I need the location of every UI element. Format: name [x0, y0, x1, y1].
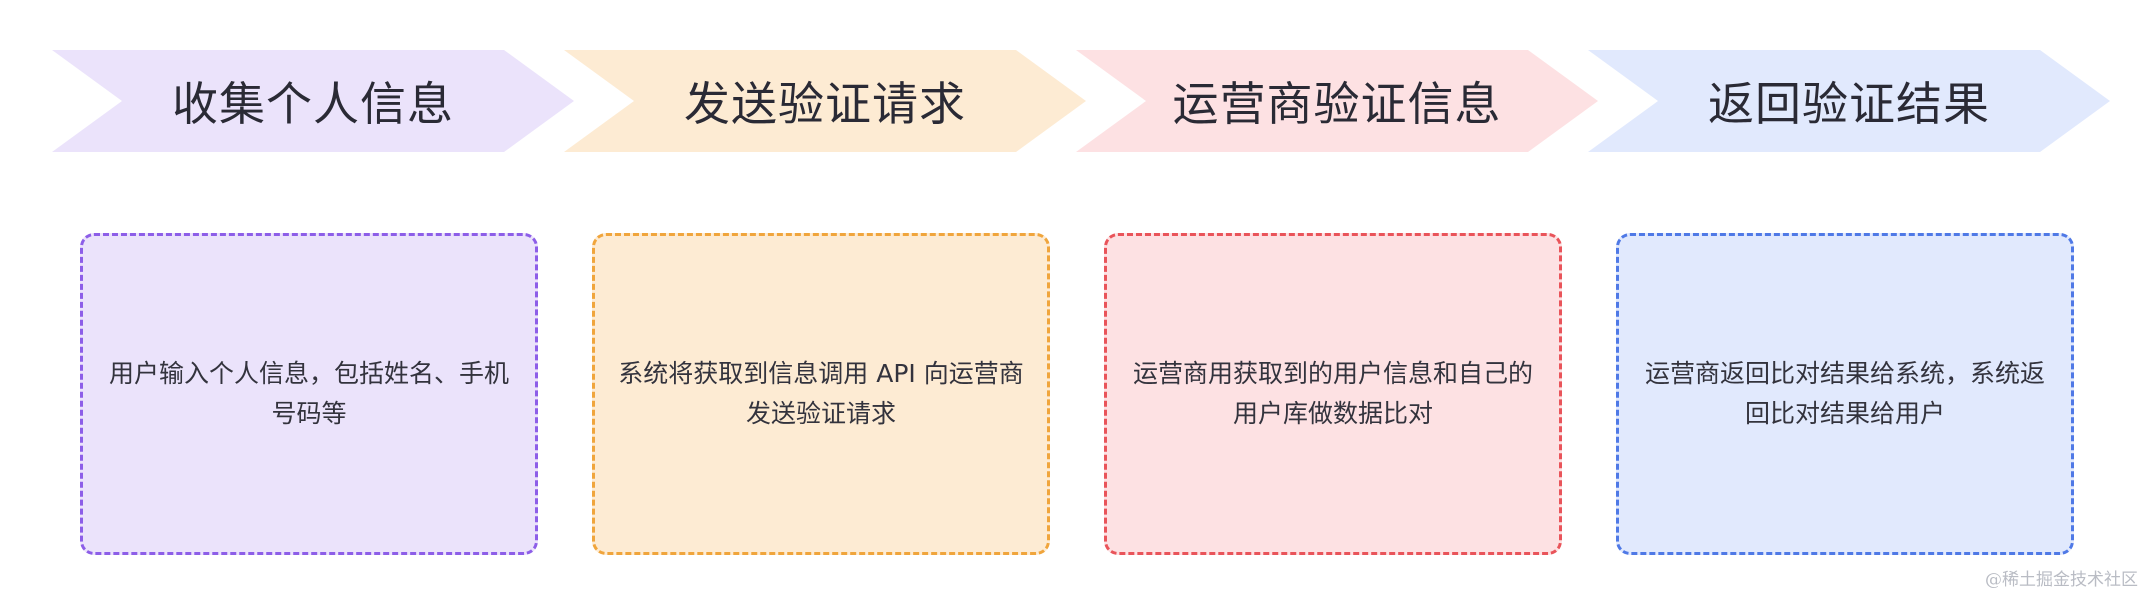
- step-1-arrow-shape: [52, 50, 574, 152]
- step-1-title: 收集个人信息: [172, 77, 454, 131]
- step-1-chevron: 收集个人信息: [52, 50, 574, 152]
- step-3-description: 运营商用获取到的用户信息和自己的用户库做数据比对: [1132, 359, 1533, 428]
- step-2-title: 发送验证请求: [684, 77, 966, 131]
- step-4-description-card: 运营商返回比对结果给系统，系统返回比对结果给用户: [1616, 233, 2074, 555]
- step-2-description-card: 系统将获取到信息调用 API 向运营商发送验证请求: [592, 233, 1050, 555]
- step-4-title: 返回验证结果: [1708, 77, 1990, 131]
- step-3-chevron: 运营商验证信息: [1076, 50, 1598, 152]
- step-1-description-card: 用户输入个人信息，包括姓名、手机号码等: [80, 233, 538, 555]
- step-2-arrow-shape: [564, 50, 1086, 152]
- step-4-description: 运营商返回比对结果给系统，系统返回比对结果给用户: [1644, 359, 2045, 428]
- step-3-title: 运营商验证信息: [1172, 77, 1502, 131]
- step-4-arrow-shape: [1588, 50, 2110, 152]
- step-4-chevron: 返回验证结果: [1588, 50, 2110, 152]
- watermark: @稀土掘金技术社区: [1985, 570, 2138, 590]
- step-3-description-card: 运营商用获取到的用户信息和自己的用户库做数据比对: [1104, 233, 1562, 555]
- step-2-chevron: 发送验证请求: [564, 50, 1086, 152]
- step-3-arrow-shape: [1076, 50, 1598, 152]
- step-2-description: 系统将获取到信息调用 API 向运营商发送验证请求: [618, 359, 1024, 428]
- step-1-description: 用户输入个人信息，包括姓名、手机号码等: [108, 359, 509, 428]
